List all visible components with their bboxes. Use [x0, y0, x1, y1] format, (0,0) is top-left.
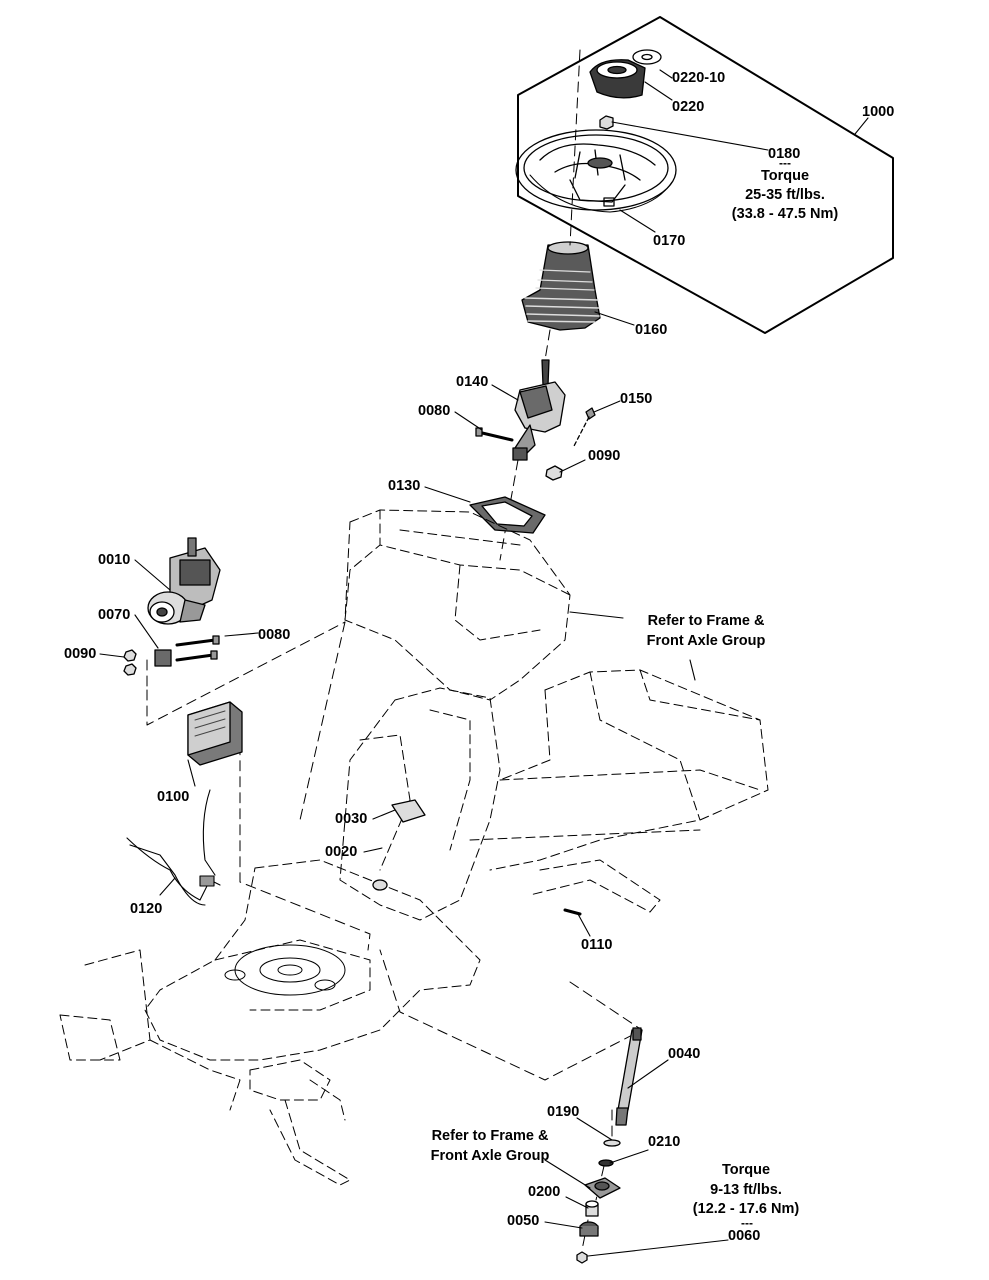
part-0120-harness [126, 789, 221, 906]
torque-top-nm: (33.8 - 47.5 Nm) [731, 206, 839, 222]
callout-0100: 0100 [157, 789, 190, 805]
torque-top-title: Torque [760, 168, 810, 184]
callout-0080-left: 0080 [258, 627, 291, 643]
part-0190-washer [603, 1139, 621, 1147]
callout-0080-top: 0080 [418, 403, 451, 419]
part-0030-bracket [391, 799, 426, 823]
callout-0120: 0120 [130, 901, 163, 917]
callout-0040: 0040 [668, 1046, 701, 1062]
part-0100-controller [187, 701, 243, 766]
torque-bot-title: Torque [721, 1162, 771, 1178]
leader-lines [99, 69, 869, 1257]
callout-0050: 0050 [507, 1213, 540, 1229]
part-flange-bearing [584, 1177, 621, 1199]
callout-0220: 0220 [672, 99, 705, 115]
callout-0130: 0130 [388, 478, 421, 494]
callout-0060: 0060 [728, 1228, 761, 1244]
callout-0190: 0190 [547, 1104, 580, 1120]
part-0090-nuts-left [123, 649, 137, 676]
part-0080-bolts-left [175, 635, 220, 662]
callout-0220-10: 0220-10 [672, 70, 726, 86]
part-0010-motor [147, 537, 221, 625]
part-0060-nut [576, 1251, 588, 1264]
part-0140-column [512, 359, 566, 461]
part-0220-10-washer [632, 49, 662, 65]
ref-frame-bot-line2: Front Axle Group [430, 1148, 550, 1164]
part-0210-ring [598, 1159, 614, 1167]
part-0020-bushing [372, 879, 388, 891]
callout-0180: 0180 [768, 146, 801, 162]
torque-top-dashes: --- [779, 156, 791, 170]
callout-0090-left: 0090 [64, 646, 97, 662]
assembly-1000-boundary [517, 16, 894, 334]
part-0200-bushing [585, 1200, 599, 1217]
callout-1000: 1000 [862, 104, 895, 120]
part-0080-bolt-top [475, 427, 514, 442]
callout-0140: 0140 [456, 374, 489, 390]
part-0110-bolt [563, 908, 582, 916]
part-0090-nut-top [545, 465, 563, 481]
ref-frame-top-line2: Front Axle Group [646, 633, 766, 649]
ref-frame-bot-line1: Refer to Frame & [431, 1128, 549, 1144]
hub-pattern [224, 944, 346, 996]
tractor-frame-outline [59, 509, 769, 1186]
part-0150-bolt [573, 407, 596, 447]
callout-0210: 0210 [648, 1134, 681, 1150]
callout-0090-top: 0090 [588, 448, 621, 464]
torque-bot-nm: (12.2 - 17.6 Nm) [692, 1201, 800, 1217]
part-0170-steering-wheel [515, 129, 677, 213]
callout-0020: 0020 [325, 844, 358, 860]
callout-0010: 0010 [98, 552, 131, 568]
part-0050-gear [579, 1221, 599, 1237]
torque-bot-ftlbs: 9-13 ft/lbs. [710, 1182, 782, 1198]
callout-0200: 0200 [528, 1184, 561, 1200]
callout-0160: 0160 [635, 322, 668, 338]
callout-0110: 0110 [581, 937, 613, 953]
part-0040-shaft [615, 1027, 643, 1126]
callout-0150: 0150 [620, 391, 653, 407]
torque-top-ftlbs: 25-35 ft/lbs. [745, 187, 825, 203]
part-0160-boot [521, 241, 601, 331]
part-0070-bracket [154, 649, 172, 667]
torque-bot-dashes: --- [741, 1216, 753, 1230]
callout-0030: 0030 [335, 811, 368, 827]
ref-frame-top-line1: Refer to Frame & [647, 613, 765, 629]
callout-0070: 0070 [98, 607, 131, 623]
part-0130-plate [469, 496, 546, 534]
callout-0170: 0170 [653, 233, 686, 249]
part-0180-nut [599, 115, 614, 130]
part-0220-cap [589, 59, 646, 99]
